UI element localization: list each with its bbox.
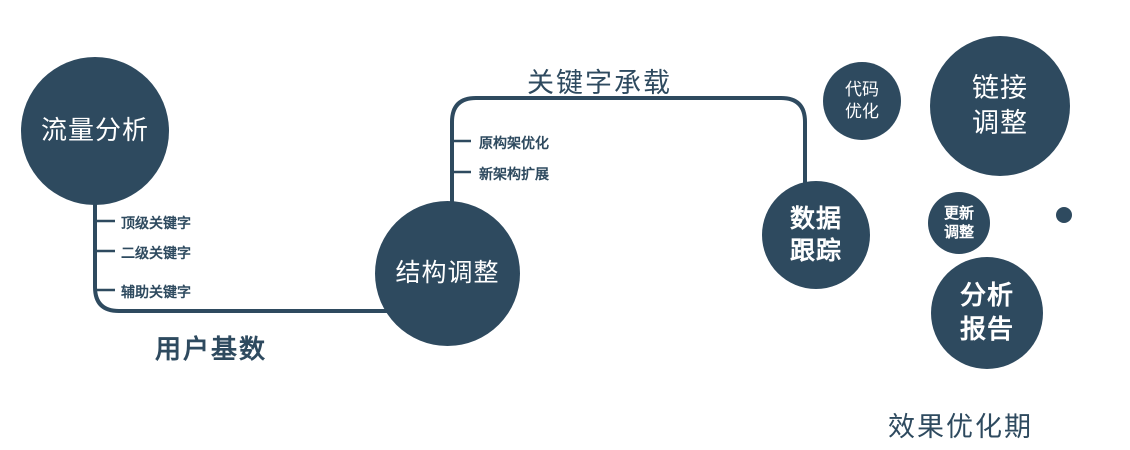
node-code-optimization: 代码 优化 <box>823 62 901 140</box>
node-link-adjustment: 链接 调整 <box>930 36 1070 176</box>
node-label-line: 跟踪 <box>789 237 842 265</box>
node-label-line: 链接 <box>972 72 1028 103</box>
node-label-line: 分析 <box>959 280 1014 311</box>
node-traffic-analysis: 流量分析 <box>21 57 169 205</box>
node-label-line: 调整 <box>972 108 1028 138</box>
edge-label-keyword-bearing: 关键字承载 <box>527 68 672 98</box>
node-label-line: 调整 <box>943 224 974 241</box>
branch-label-framework-expansion: 新架构扩展 <box>479 166 549 182</box>
branch-label-top-keyword: 顶级关键字 <box>121 215 191 231</box>
dot-node <box>1056 207 1072 223</box>
node-label-line: 报告 <box>959 314 1014 344</box>
node-data-tracking: 数据 跟踪 <box>762 181 870 289</box>
footer-label: 效果优化期 <box>888 412 1033 442</box>
connector-traffic-to-structure <box>93 160 430 313</box>
branch-label-framework-optimization: 原构架优化 <box>479 135 549 151</box>
node-label-line: 更新 <box>943 204 974 222</box>
node-label-line: 优化 <box>845 102 879 121</box>
branch-label-aux-keyword: 辅助关键字 <box>121 284 191 300</box>
node-label-line: 代码 <box>845 79 879 99</box>
node-label-line: 数据 <box>789 204 842 233</box>
branch-label-second-keyword: 二级关键字 <box>121 245 191 261</box>
node-update-adjustment: 更新 调整 <box>928 192 990 254</box>
connector-structure-to-tracking <box>450 96 807 240</box>
node-analysis-report: 分析 报告 <box>931 257 1043 369</box>
node-label: 流量分析 <box>40 115 149 146</box>
node-structure-adjustment: 结构调整 <box>375 201 520 346</box>
node-label: 结构调整 <box>395 259 500 288</box>
edge-label-user-base: 用户基数 <box>155 334 268 364</box>
